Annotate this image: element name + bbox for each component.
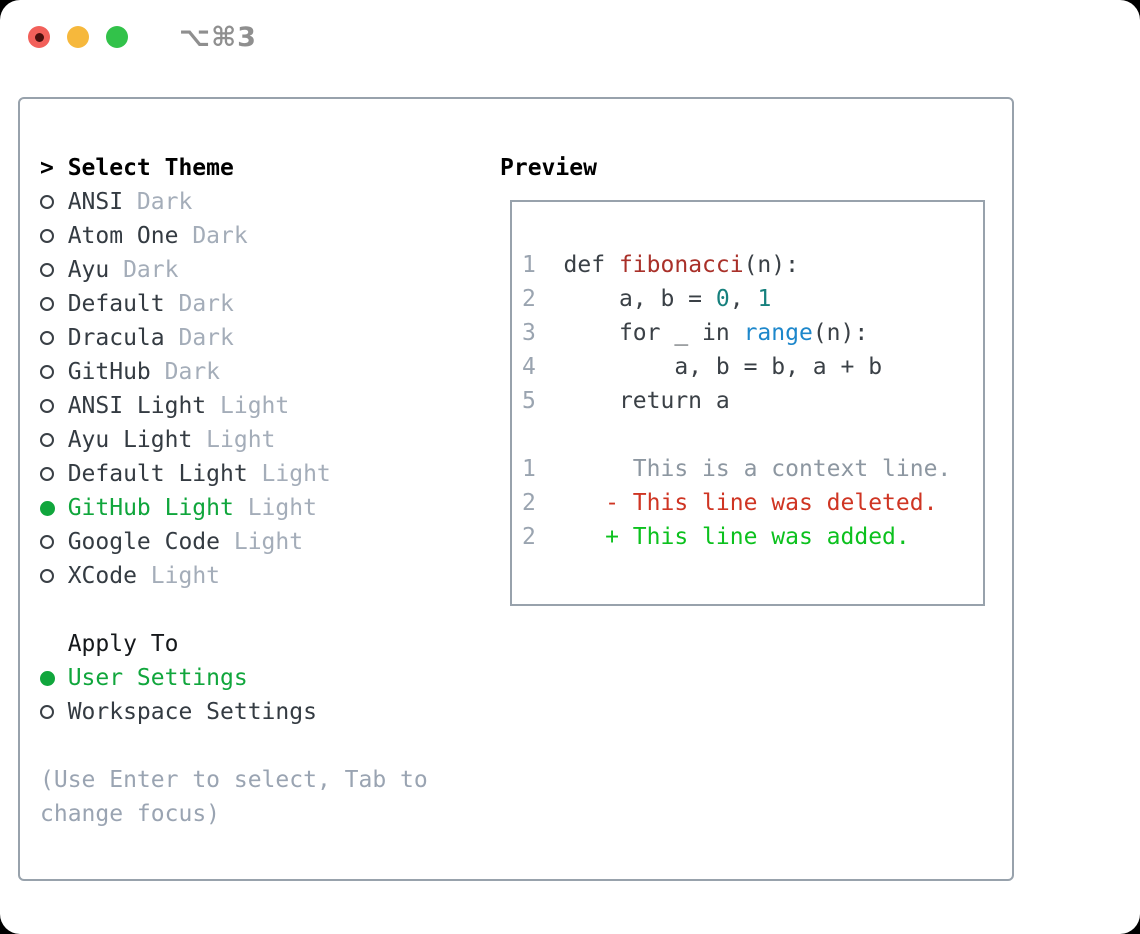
theme-option-google-code[interactable]: Google Code Light [40, 525, 442, 559]
theme-variant-label: Dark [192, 223, 248, 249]
theme-option-default-light[interactable]: Default Light Light [40, 457, 442, 491]
close-button[interactable] [28, 26, 50, 48]
theme-option-github[interactable]: GitHub Dark [40, 355, 442, 389]
theme-name: ANSI [67, 189, 124, 215]
theme-variant-label: Dark [178, 291, 234, 317]
theme-name: XCode [67, 563, 137, 589]
code-preview: 1 def fibonacci(n): 2 a, b = 0, 1 3 for … [522, 252, 952, 550]
radio-icon [40, 229, 68, 243]
theme-variant-label: Light [220, 393, 290, 419]
spacer [40, 729, 442, 763]
radio-icon [40, 705, 68, 719]
theme-name: Ayu [67, 257, 110, 283]
radio-icon [40, 297, 68, 311]
maximize-button[interactable] [106, 26, 128, 48]
theme-option-default[interactable]: Default Dark [40, 287, 442, 321]
spacer [40, 593, 442, 627]
theme-name: GitHub [67, 359, 151, 385]
prompt-chevron-icon: > [40, 155, 54, 181]
close-dot-icon [34, 32, 44, 42]
radio-icon [40, 263, 68, 277]
radio-icon [40, 535, 68, 549]
radio-selected-icon [40, 670, 68, 686]
apply-to-header: Apply To [40, 627, 442, 661]
apply-name: User Settings [67, 665, 248, 691]
radio-icon [40, 331, 68, 345]
theme-name: GitHub Light [67, 495, 234, 521]
theme-name: Default [67, 291, 165, 317]
theme-variant-label: Dark [136, 189, 193, 215]
radio-icon [40, 433, 68, 447]
theme-option-github-light[interactable]: GitHub Light Light [40, 491, 442, 525]
theme-name: Atom One [67, 223, 179, 249]
theme-option-atom-one[interactable]: Atom One Dark [40, 219, 442, 253]
keyboard-hint: (Use Enter to select, Tab to change focu… [40, 767, 428, 827]
theme-variant-label: Light [206, 427, 276, 453]
theme-name: Default Light [67, 461, 248, 487]
theme-option-xcode[interactable]: XCode Light [40, 559, 442, 593]
radio-selected-icon [40, 500, 68, 516]
radio-icon [40, 195, 68, 209]
preview-box: 1 def fibonacci(n): 2 a, b = 0, 1 3 for … [510, 200, 985, 606]
minimize-button[interactable] [67, 26, 89, 48]
preview-title: Preview [500, 155, 597, 181]
theme-name: Google Code [67, 529, 221, 555]
theme-option-ayu[interactable]: Ayu Dark [40, 253, 442, 287]
select-theme-header: > Select Theme [40, 151, 442, 185]
apply-option-user-settings[interactable]: User Settings [40, 661, 442, 695]
titlebar: ⌥⌘3 [0, 0, 1140, 74]
theme-variant-label: Light [261, 461, 331, 487]
theme-name: Ayu Light [67, 427, 193, 453]
theme-variant-label: Light [247, 495, 317, 521]
theme-variant-label: Dark [123, 257, 179, 283]
theme-option-ansi-light[interactable]: ANSI Light Light [40, 389, 442, 423]
select-theme-title: Select Theme [67, 155, 234, 181]
radio-icon [40, 399, 68, 413]
theme-variant-label: Dark [178, 325, 234, 351]
theme-option-ansi[interactable]: ANSI Dark [40, 185, 442, 219]
theme-variant-label: Dark [164, 359, 221, 385]
radio-icon [40, 569, 68, 583]
theme-option-ayu-light[interactable]: Ayu Light Light [40, 423, 442, 457]
theme-variant-label: Light [233, 529, 304, 555]
theme-option-dracula[interactable]: Dracula Dark [40, 321, 442, 355]
apply-name: Workspace Settings [67, 699, 317, 725]
theme-variant-label: Light [150, 563, 221, 589]
window-title: ⌥⌘3 [179, 21, 257, 53]
radio-icon [40, 365, 68, 379]
theme-name: ANSI Light [67, 393, 207, 419]
theme-name: Dracula [67, 325, 165, 351]
apply-to-title: Apply To [67, 631, 179, 657]
radio-icon [40, 467, 68, 481]
apply-option-workspace-settings[interactable]: Workspace Settings [40, 695, 442, 729]
